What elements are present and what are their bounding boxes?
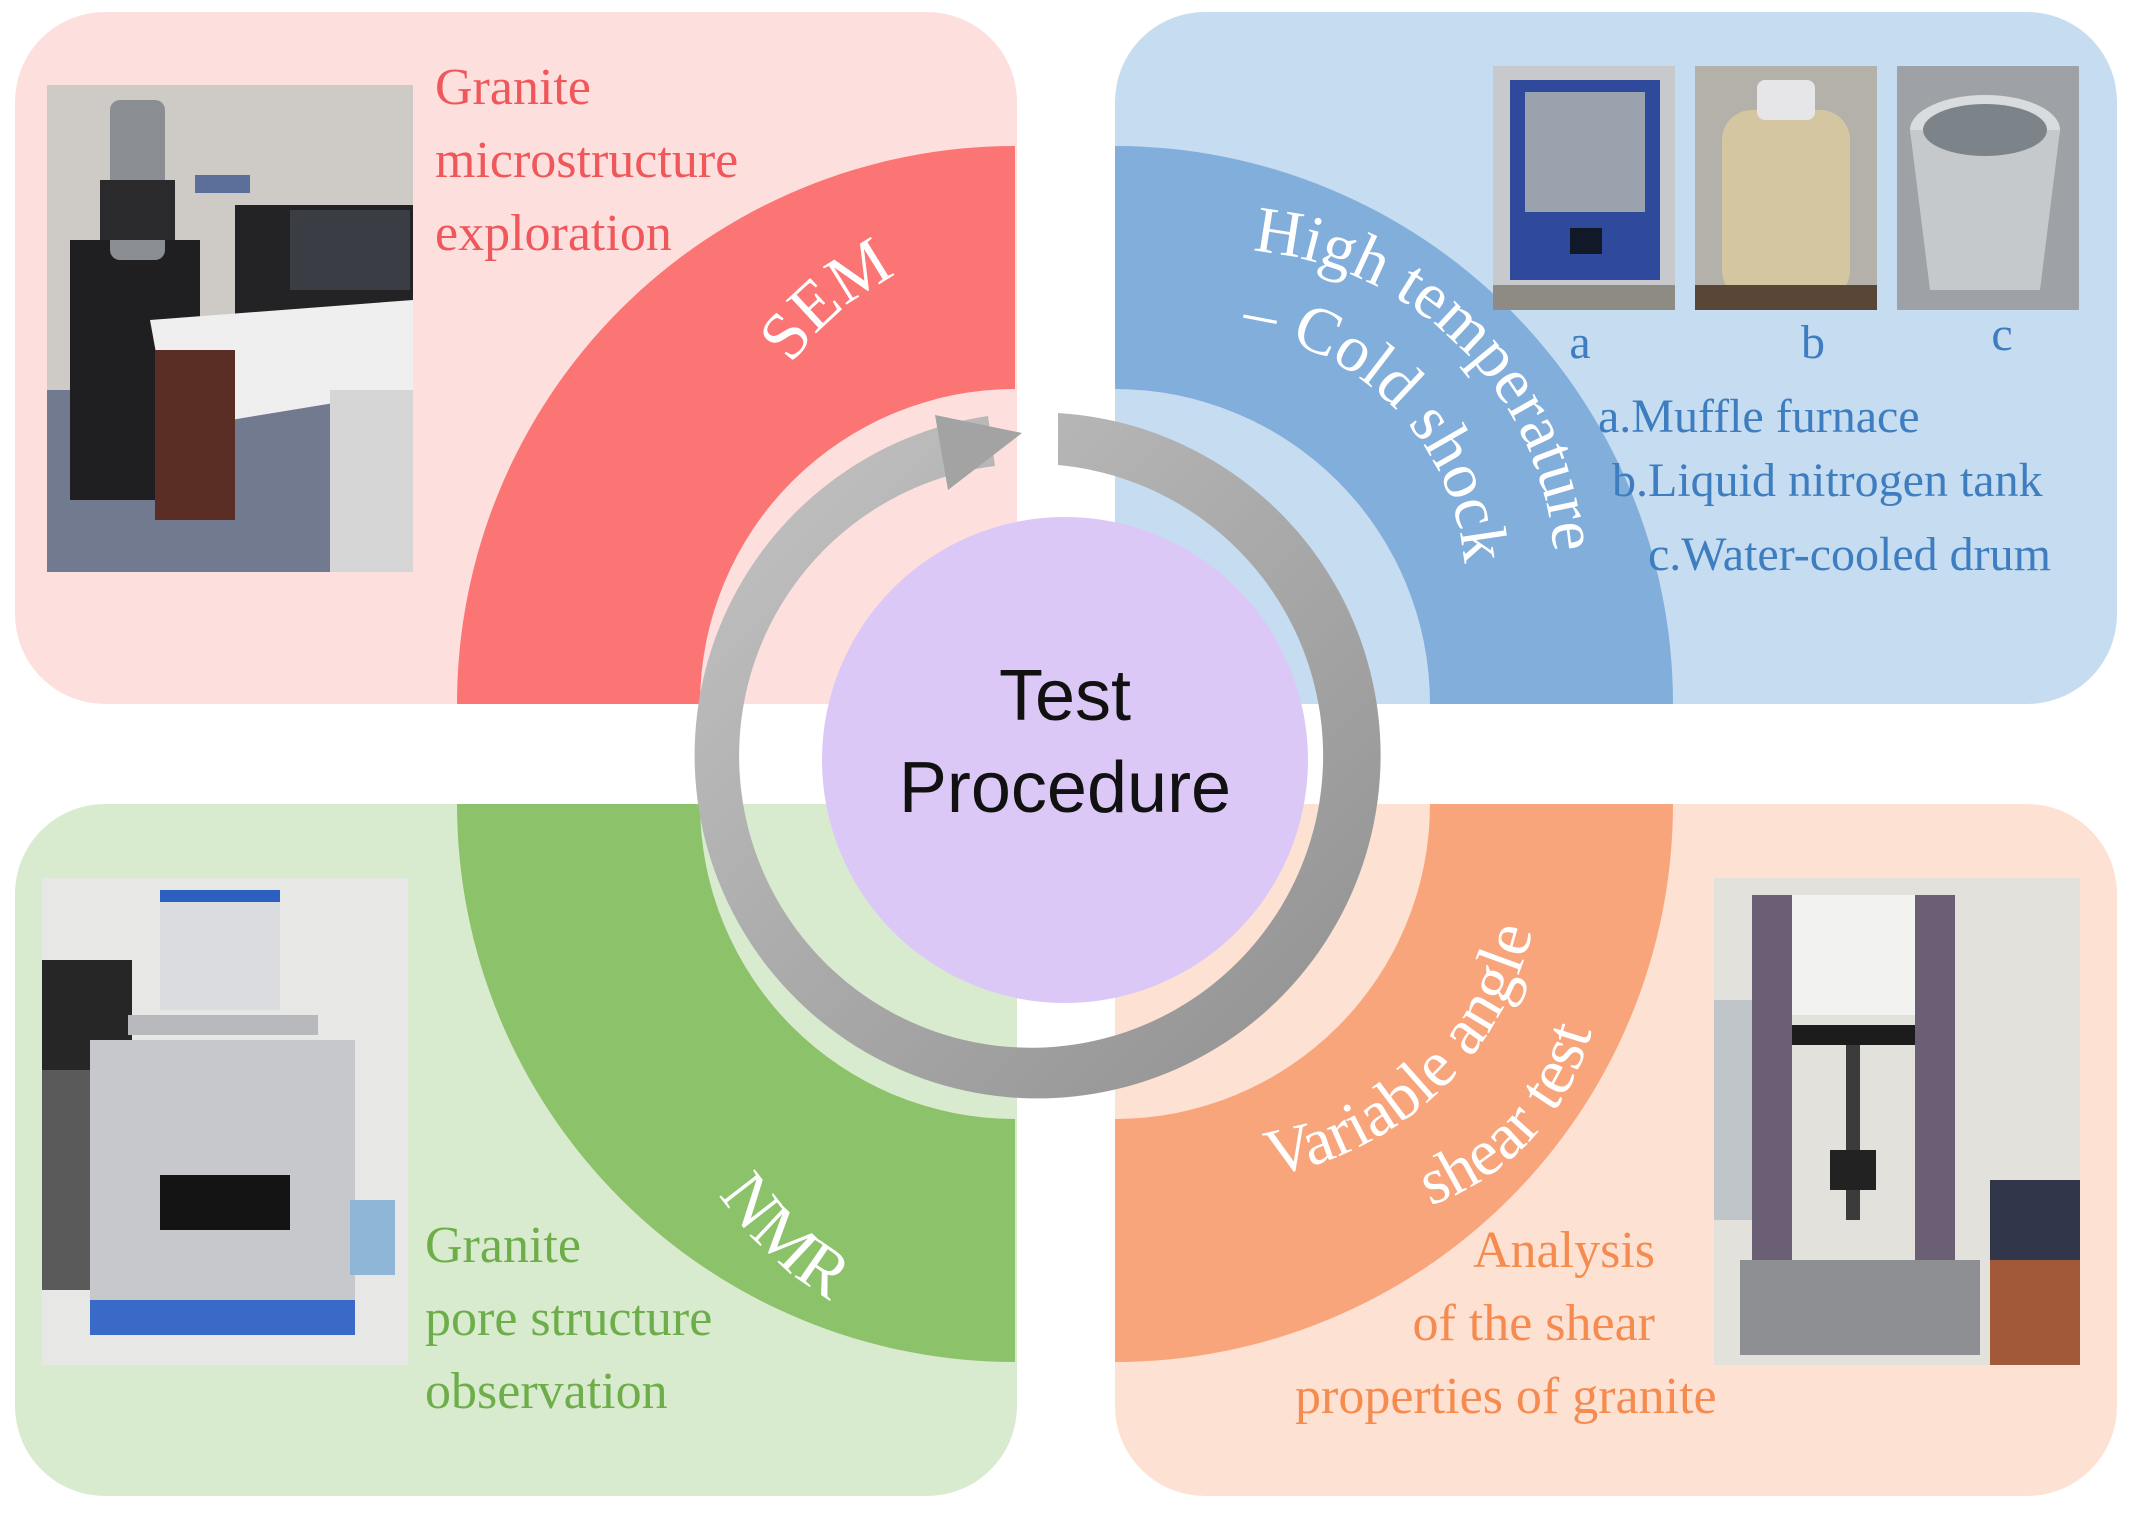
photo-label-c: c bbox=[1991, 308, 2012, 361]
shear-testing-machine-photo bbox=[1714, 878, 2080, 1365]
sem-desc-line3: exploration bbox=[435, 205, 672, 262]
center-title-line1: Test bbox=[999, 656, 1131, 736]
nmr-analyzer-photo bbox=[42, 878, 408, 1365]
center-title-line2: Procedure bbox=[899, 748, 1231, 828]
sem-description: Granite microstructure exploration bbox=[435, 59, 738, 262]
shear-desc-line2: of the shear bbox=[1412, 1295, 1655, 1352]
cycle-arrow-head-icon bbox=[935, 415, 1022, 490]
nmr-desc-line1: Granite bbox=[425, 1217, 581, 1274]
photo-label-a: a bbox=[1569, 316, 1590, 369]
legend-item-c: c.Water-cooled drum bbox=[1648, 528, 2051, 581]
sem-arc bbox=[457, 146, 1015, 704]
shear-desc-line3: properties of granite bbox=[1295, 1368, 1717, 1425]
muffle-furnace-photo bbox=[1493, 66, 1675, 310]
sem-desc-line2: microstructure bbox=[435, 132, 738, 189]
legend-item-a: a.Muffle furnace bbox=[1598, 390, 1920, 443]
center-circle bbox=[822, 517, 1308, 1003]
sem-photo bbox=[47, 85, 413, 572]
sem-desc-line1: Granite bbox=[435, 59, 591, 116]
photo-label-b: b bbox=[1801, 316, 1825, 369]
cycle-ring bbox=[694, 413, 1381, 1099]
shear-description: Analysis of the shear properties of gran… bbox=[1295, 1222, 1717, 1425]
legend-item-b: b.Liquid nitrogen tank bbox=[1612, 454, 2043, 507]
water-cooled-drum-photo bbox=[1897, 66, 2079, 310]
nmr-description: Granite pore structure observation bbox=[425, 1217, 712, 1420]
liquid-nitrogen-tank-photo bbox=[1695, 66, 1877, 310]
shear-arc bbox=[1115, 804, 1673, 1362]
thermal-arc bbox=[1115, 146, 1673, 704]
nmr-desc-line3: observation bbox=[425, 1363, 668, 1420]
shear-desc-line1: Analysis bbox=[1473, 1222, 1655, 1279]
thermal-legend: a.Muffle furnace b.Liquid nitrogen tank … bbox=[1598, 390, 2051, 581]
nmr-arc bbox=[457, 804, 1015, 1362]
nmr-desc-line2: pore structure bbox=[425, 1290, 712, 1347]
